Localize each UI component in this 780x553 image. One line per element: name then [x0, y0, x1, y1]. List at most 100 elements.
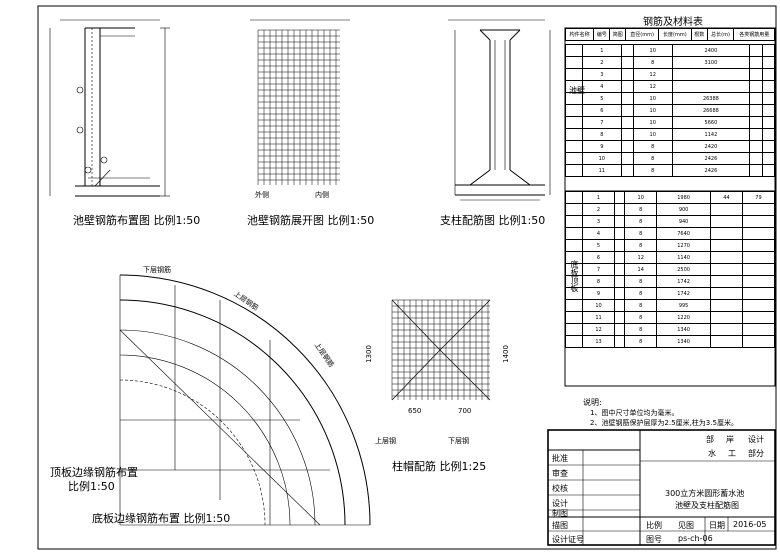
schedule-cell: 14: [624, 263, 658, 276]
schedule-cell: [709, 251, 743, 264]
tb-draw: 制图: [552, 509, 568, 518]
group-label-wall: 池壁: [569, 86, 585, 95]
schedule-cell: 8: [624, 227, 658, 240]
schedule-cell: 8: [624, 215, 658, 228]
column-title: 支柱配筋图 比例1:50: [440, 214, 546, 227]
sheet-border: [37, 5, 777, 550]
schedule-cell: 4: [582, 227, 615, 240]
schedule-cell: 7640: [656, 227, 711, 240]
schedule-cell: [749, 104, 763, 117]
schedule-cell: [741, 227, 776, 240]
schedule-cell: [620, 140, 634, 153]
schedule-cell: [749, 140, 763, 153]
schedule-cell: 8: [632, 56, 673, 69]
tb-project-title-2: 池壁及支柱配筋图: [675, 501, 739, 510]
schedule-cell: [709, 299, 743, 312]
schedule-cell: [620, 80, 634, 93]
schedule-header-cell: 根数: [690, 28, 708, 41]
schedule-cell: 1142: [671, 128, 751, 141]
schedule-header-cell: 各类钢筋用量: [733, 28, 775, 41]
schedule-cell: 9: [582, 287, 615, 300]
schedule-cell: [761, 56, 776, 69]
schedule-cell: [761, 128, 776, 141]
schedule-cell: 12: [632, 80, 673, 93]
schedule-cell: 79: [741, 191, 776, 204]
schedule-cell: 1: [582, 191, 615, 204]
schedule-cell: [613, 287, 626, 300]
schedule-cell: 8: [632, 164, 673, 177]
column-drawing: [448, 19, 551, 201]
schedule-row: 3 12: [565, 68, 776, 81]
schedule-cell: [613, 251, 626, 264]
schedule-cell: [741, 251, 776, 264]
schedule-cell: 1980: [656, 191, 711, 204]
schedule-cell: [749, 92, 763, 105]
schedule-cell: 2500: [656, 263, 711, 276]
schedule-cell: [613, 191, 626, 204]
schedule-cell: 12: [632, 68, 673, 81]
schedule-cell: [709, 287, 743, 300]
tb-org-1: 部: [706, 435, 714, 444]
schedule-cell: 8: [624, 335, 658, 348]
schedule-cell: 10: [632, 92, 673, 105]
schedule-cell: 10: [632, 116, 673, 129]
schedule-cell: 8: [582, 128, 622, 141]
tb-review: 审查: [552, 469, 568, 478]
schedule-header-cell: 构件名称: [564, 28, 595, 41]
schedule-cell: 9: [582, 140, 622, 153]
tb-cert: 设计证号: [552, 535, 584, 544]
slab-edge-drawing: [119, 274, 371, 526]
schedule-cell: 8: [624, 323, 658, 336]
wall-unfold-title: 池壁钢筋展开图 比例1:50: [247, 214, 375, 227]
tb-scale-label: 比例: [646, 521, 662, 530]
schedule-cell: [613, 203, 626, 216]
schedule-cell: 3: [582, 68, 622, 81]
schedule-cell: [741, 203, 776, 216]
schedule-cell: [741, 299, 776, 312]
schedule-cell: [741, 311, 776, 324]
cap-width-2: 700: [458, 407, 472, 415]
tb-dept-1: 水: [708, 449, 716, 458]
schedule-cell: 26388: [671, 92, 751, 105]
tb-org-3: 设计: [748, 435, 764, 444]
schedule-cell: 10: [632, 44, 673, 57]
schedule-cell: 900: [656, 203, 711, 216]
column-cap-title: 柱帽配筋 比例1:25: [392, 460, 487, 473]
tb-date-value: 2016-05: [733, 520, 767, 529]
schedule-cell: [749, 68, 763, 81]
schedule-cell: [749, 56, 763, 69]
schedule-cell: 11: [582, 164, 622, 177]
schedule-cell: 10: [582, 299, 615, 312]
schedule-cell: 8: [582, 275, 615, 288]
schedule-cell: [620, 152, 634, 165]
schedule-cell: 2426: [671, 164, 751, 177]
schedule-cell: 6: [582, 251, 615, 264]
schedule-cell: 2: [582, 56, 622, 69]
schedule-cell: 12: [624, 251, 658, 264]
schedule-cell: 7: [582, 116, 622, 129]
schedule-cell: 7: [582, 263, 615, 276]
schedule-header-cell: 直径(mm): [625, 28, 659, 41]
schedule-cell: [749, 164, 763, 177]
schedule-cell: 26688: [671, 104, 751, 117]
schedule-cell: 8: [632, 140, 673, 153]
schedule-cell: [749, 152, 763, 165]
schedule-cell: 2420: [671, 140, 751, 153]
schedule-cell: [709, 203, 743, 216]
schedule-header-cell: 简图: [609, 28, 627, 41]
schedule-cell: 1742: [656, 287, 711, 300]
schedule-cell: [741, 287, 776, 300]
schedule-cell: 10: [632, 104, 673, 117]
